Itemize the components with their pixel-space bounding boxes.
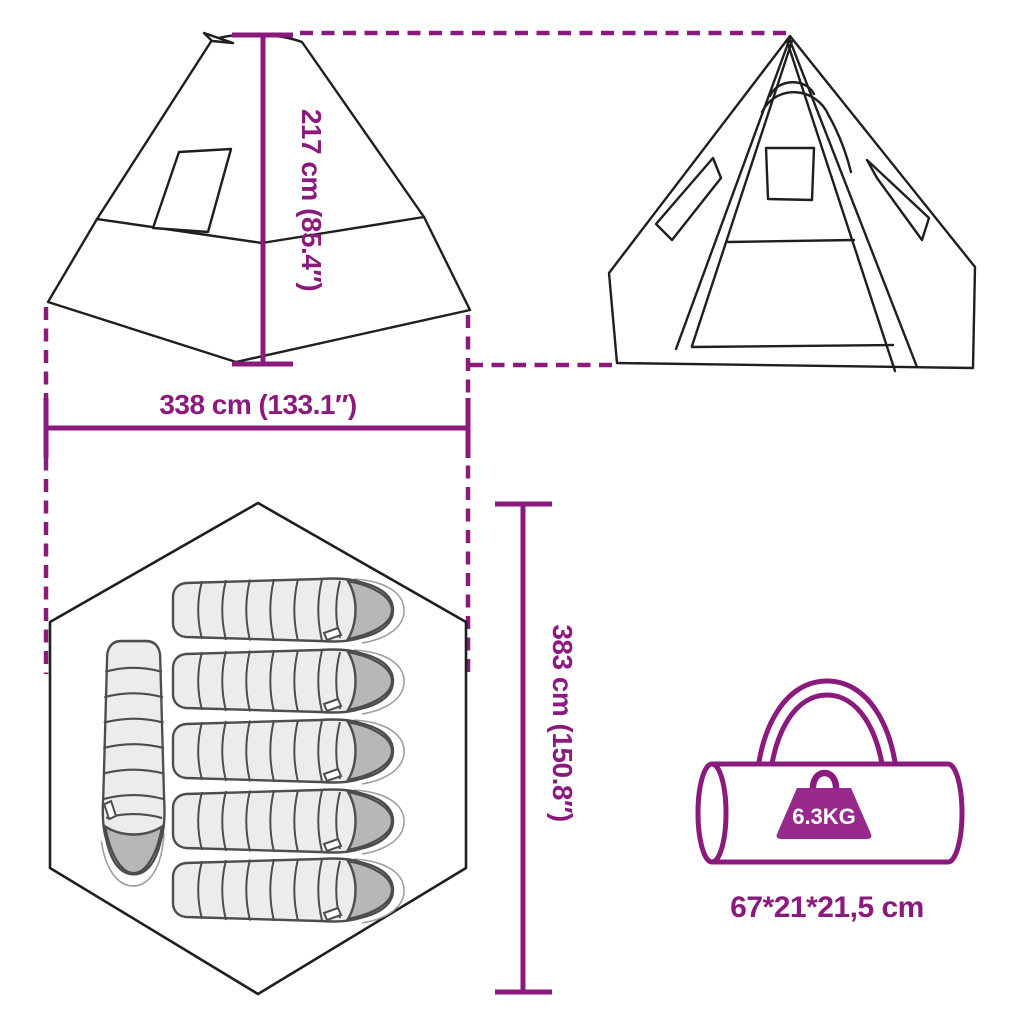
- tent-front-door-mid-line: [726, 238, 856, 244]
- tent-front-pole-seam-right-outer: [787, 36, 919, 369]
- sleeping-bag: [171, 788, 406, 856]
- weight-icon-loop: [809, 769, 840, 795]
- tent-side-window: [151, 147, 233, 234]
- tent-front-top-window: [764, 146, 816, 202]
- tent-front-pole-seam-left-inner: [690, 39, 794, 348]
- tent-front-door-arch-lower: [760, 91, 853, 174]
- tent-front-door-base-line: [690, 343, 895, 349]
- tent-front-outline: [607, 34, 977, 370]
- tent-side-outline: [46, 33, 472, 364]
- tent-front-door-arch-upper: [768, 81, 816, 98]
- carry-bag-handle-inner: [766, 692, 888, 789]
- tent-front-view: [607, 34, 977, 373]
- depth-label: 383 cm (150.8″): [547, 624, 578, 821]
- dimension-depth: 383 cm (150.8″): [495, 501, 578, 995]
- sleeping-bag: [171, 857, 406, 925]
- tent-front-pole-seam-left-outer: [674, 36, 792, 351]
- tent-side-tip: [202, 31, 235, 45]
- guide-lines: [43, 30, 787, 680]
- carry-bag-size-label: 67*21*21,5 cm: [730, 891, 924, 924]
- carry-bag: 6.3KG 67*21*21,5 cm: [695, 678, 965, 924]
- height-label: 217 cm (85.4″): [296, 109, 327, 291]
- tent-side-view: [46, 31, 472, 364]
- dimension-height: 217 cm (85.4″): [232, 32, 327, 367]
- tent-front-left-window: [654, 156, 723, 242]
- sleeping-bag: [171, 648, 406, 716]
- tent-front-pole-seam-right-inner: [785, 39, 897, 373]
- tent-front-right-window: [865, 158, 931, 242]
- tent-floor-plan: [48, 501, 468, 996]
- weight-icon: 6.3KG: [776, 769, 872, 839]
- weight-icon-trapezoid: [776, 788, 872, 839]
- sleeping-bag-vertical: [100, 639, 166, 888]
- sleeping-bag: [171, 577, 406, 645]
- dimension-width: 338 cm (133.1″): [43, 389, 471, 458]
- width-label: 338 cm (133.1″): [159, 389, 356, 420]
- carry-bag-left-end-cap: [709, 761, 729, 865]
- carry-bag-handle-outer: [753, 678, 901, 791]
- weight-label: 6.3KG: [792, 804, 856, 829]
- sleeping-bag: [171, 718, 406, 786]
